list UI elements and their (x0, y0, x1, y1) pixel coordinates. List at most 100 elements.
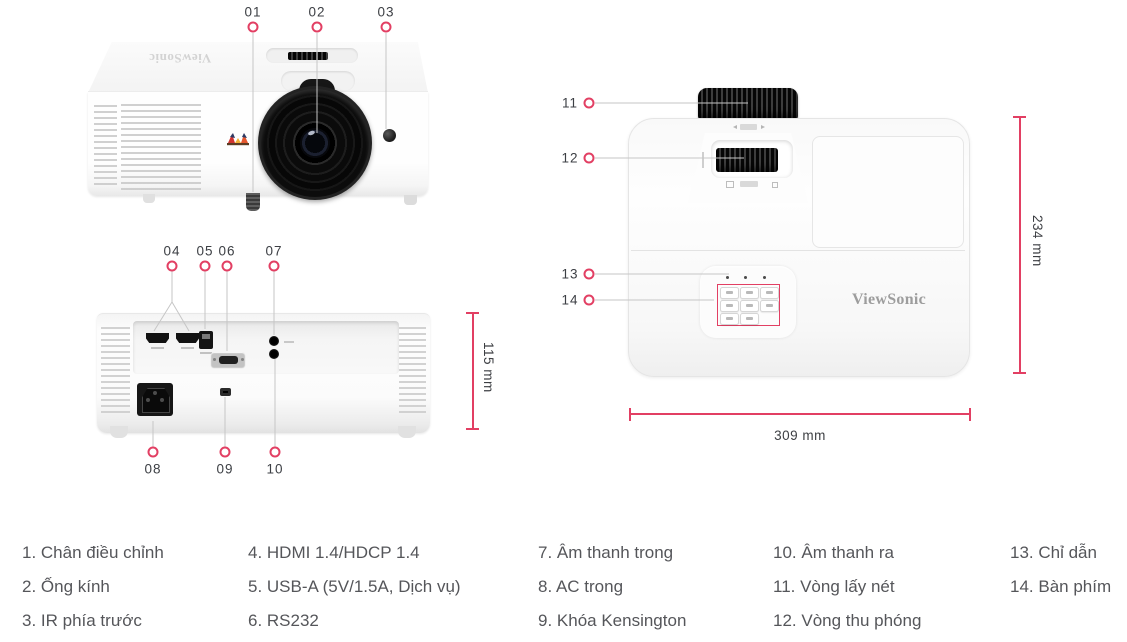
callout-12-number: 12 (561, 150, 579, 166)
legend-item-8: 8. AC trong (538, 577, 624, 596)
button-glyph (725, 303, 733, 307)
callout-07-number: 07 (265, 243, 283, 259)
ir-sensor (383, 129, 396, 142)
callout-09-number: 09 (216, 461, 234, 477)
callout-14-marker (583, 294, 595, 306)
legend-item-2: 2. Ống kính (22, 577, 110, 596)
legend-item-4: 4. HDMI 1.4/HDCP 1.4 (248, 543, 420, 562)
led-temp (744, 276, 747, 279)
callout-14-number: 14 (561, 292, 579, 308)
callout-03-number: 03 (377, 4, 395, 20)
front-left-foot (143, 194, 155, 203)
callout-07-marker (268, 260, 280, 272)
dim-label: 115 mm (481, 342, 496, 393)
hdmi-port-1 (146, 333, 169, 343)
led-power (763, 276, 766, 279)
usb-a-tongue (202, 334, 210, 339)
legend-item-3: 3. IR phía trước (22, 611, 142, 630)
dim-label: 234 mm (1030, 215, 1045, 267)
legend-item-10: 10. Âm thanh ra (773, 543, 894, 562)
legend-item-12: 12. Vòng thu phóng (773, 611, 922, 630)
zoom-scale-mark (740, 181, 758, 187)
dim-line (1019, 117, 1021, 373)
callout-06-marker (221, 260, 233, 272)
lens (261, 89, 369, 197)
front-right-foot (404, 195, 417, 205)
hdmi-port-2 (176, 333, 199, 343)
keypad-highlight-box (717, 284, 780, 326)
kensington-slot-hole (223, 391, 228, 393)
callout-08-marker (147, 446, 159, 458)
button-glyph (765, 290, 773, 294)
callout-08-number: 08 (144, 461, 162, 477)
dim-cap (969, 408, 971, 421)
keypad-button-down (739, 312, 759, 325)
button-glyph (745, 316, 753, 320)
led-lamp (726, 276, 729, 279)
legend-item-13: 13. Chỉ dẫn (1010, 543, 1097, 562)
callout-11-marker (583, 97, 595, 109)
legend-item-5: 5. USB-A (5V/1.5A, Dịch vụ) (248, 577, 461, 596)
legend-item-1: 1. Chân điều chỉnh (22, 543, 164, 562)
button-glyph (725, 290, 733, 294)
front-top-face (88, 42, 428, 93)
keypad-button-up (739, 286, 759, 299)
dim-cap (1013, 372, 1026, 374)
rear-vent-left (101, 327, 130, 415)
callout-01-number: 01 (244, 4, 262, 20)
callout-05-marker (199, 260, 211, 272)
focus-arrow-right-icon (761, 125, 765, 129)
callout-06-number: 06 (218, 243, 236, 259)
callout-03-marker (380, 21, 392, 33)
adjustment-foot (246, 193, 260, 211)
focus-scale-mark (740, 124, 757, 130)
body-seam-line (631, 250, 965, 251)
callout-04-number: 04 (163, 243, 181, 259)
zoom-side-label-mark (702, 152, 704, 168)
callout-12-marker (583, 152, 595, 164)
legend-item-7: 7. Âm thanh trong (538, 543, 674, 562)
dim-cap (1013, 116, 1026, 118)
ac-pin-left (146, 398, 150, 402)
focus-arrow-left-icon (733, 125, 737, 129)
ac-pin-right (160, 398, 164, 402)
dim-line (472, 313, 474, 430)
dim-label: 309 mm (774, 428, 826, 443)
dim-cap (466, 312, 479, 314)
hdmi-2-label-mark (181, 347, 194, 349)
callout-02-number: 02 (308, 4, 326, 20)
legend-item-6: 6. RS232 (248, 611, 319, 630)
rs232-screw-right (241, 358, 244, 361)
callout-13-number: 13 (561, 266, 579, 282)
callout-01-marker (247, 21, 259, 33)
callout-04-marker (166, 260, 178, 272)
callout-11-number: 11 (561, 95, 579, 111)
button-glyph (725, 316, 733, 320)
callout-13-marker (583, 268, 595, 280)
audio-label-mark (284, 341, 294, 343)
keypad-button-left (719, 299, 739, 312)
hdmi-1-label-mark (151, 347, 164, 349)
zoom-tele-icon (772, 182, 778, 188)
rs232-dsub (219, 356, 238, 364)
lamp-door (812, 136, 964, 248)
callout-10-marker (269, 446, 281, 458)
front-vent-grille-2 (121, 104, 201, 190)
focus-marks (733, 124, 765, 130)
audio-out-jack (269, 349, 279, 359)
ac-pin-top (153, 391, 157, 395)
legend-item-14: 14. Bàn phím (1010, 577, 1112, 596)
button-glyph (745, 303, 753, 307)
rear-right-foot (398, 426, 416, 438)
button-glyph (745, 290, 753, 294)
dim-line (630, 413, 970, 415)
dim-cap (629, 408, 631, 421)
legend-item-9: 9. Khóa Kensington (538, 611, 687, 630)
callout-05-number: 05 (196, 243, 214, 259)
front-zoom-slider (288, 52, 328, 60)
keypad-button-blank (759, 286, 779, 299)
viewsonic-wordmark: ViewSonic (851, 291, 927, 308)
keypad-button-enter (739, 299, 759, 312)
audio-in-jack (269, 336, 279, 346)
